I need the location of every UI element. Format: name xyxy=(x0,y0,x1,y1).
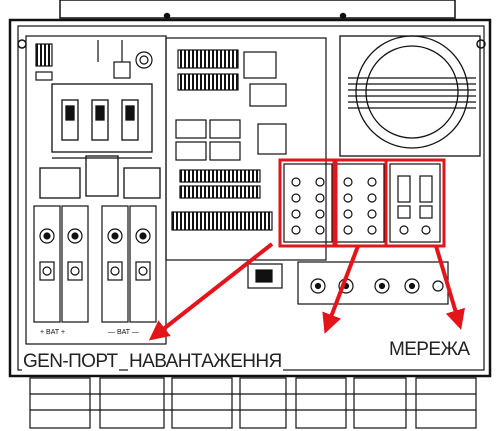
terminal-highlights xyxy=(278,158,446,248)
connection-arrows xyxy=(148,242,465,341)
terminal-blocks xyxy=(283,163,441,243)
load-arrow xyxy=(322,245,360,334)
dc-breaker xyxy=(39,83,161,199)
cable-glands xyxy=(29,377,477,429)
battery-terminals xyxy=(33,205,157,323)
top-cover xyxy=(59,0,456,20)
control-board xyxy=(165,37,327,261)
toroidal-transformer xyxy=(339,35,481,157)
grid-arrow xyxy=(434,245,465,330)
gen-port-arrow xyxy=(148,242,274,341)
load-label: НАВАНТАЖЕННЯ xyxy=(128,351,283,372)
grid-highlight xyxy=(384,158,446,248)
battery-positive-label: + BAT + xyxy=(40,329,65,336)
grid-label: МЕРЕЖА xyxy=(388,339,471,360)
load-highlight xyxy=(332,158,388,248)
gen-port-label: GEN-ПОРТ xyxy=(22,351,119,372)
left-compartment xyxy=(25,35,167,345)
battery-negative-label: — BAT — xyxy=(108,329,139,336)
gen-port-highlight xyxy=(278,158,338,248)
